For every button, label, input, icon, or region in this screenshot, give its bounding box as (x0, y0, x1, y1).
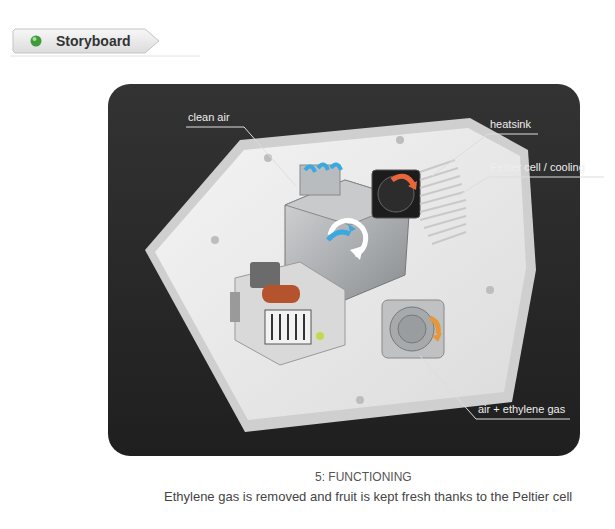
caption: Ethylene gas is removed and fruit is kep… (164, 489, 572, 504)
callout-label: Peltier cell / cooling (490, 161, 585, 173)
callout-label: clean air (188, 111, 230, 123)
dark-panel (108, 84, 580, 456)
leader-lines (186, 127, 604, 419)
capacitor (262, 285, 300, 303)
heatsink-fins (420, 160, 466, 244)
cooling-fan (372, 170, 420, 218)
header-rule (10, 56, 200, 57)
intake-fan (382, 300, 444, 358)
step-heading: 5: FUNCTIONING (315, 470, 412, 484)
power-board (235, 262, 345, 365)
housing-floor (155, 128, 526, 420)
transformer (265, 310, 311, 344)
callout-label: heatsink (490, 118, 531, 130)
tab-title: Storyboard (12, 28, 161, 54)
status-dot (31, 36, 42, 47)
housing-wall (145, 118, 536, 432)
header-tab: Storyboard (12, 28, 161, 54)
callout-label: air + ethylene gas (478, 403, 565, 415)
